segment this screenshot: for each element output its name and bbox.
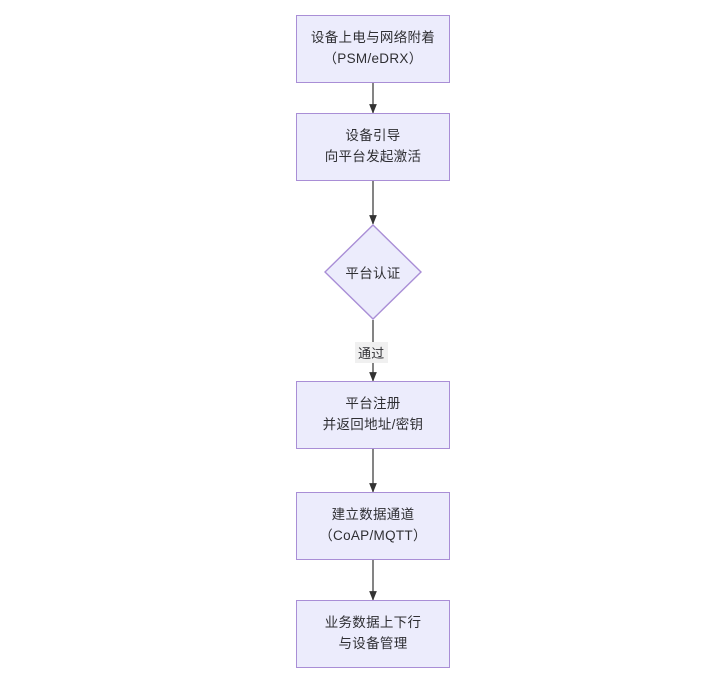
process-node-data-channel[interactable]: 建立数据通道 （CoAP/MQTT）	[296, 492, 450, 560]
process-node-label-secondary: 并返回地址/密钥	[322, 417, 424, 432]
process-node-label-primary: 设备引导	[345, 128, 401, 144]
diamond-shape	[324, 224, 422, 320]
decision-node-platform-auth[interactable]: 平台认证	[324, 224, 422, 320]
edge-label-e3: 通过	[355, 342, 388, 363]
process-node-service-data[interactable]: 业务数据上下行与设备管理	[296, 600, 450, 668]
process-node-label-secondary: 向平台发起激活	[324, 149, 422, 164]
decision-node-label: 平台认证	[345, 266, 401, 281]
process-node-label-primary: 设备上电与网络附着	[310, 30, 436, 46]
process-node-bootstrap[interactable]: 设备引导向平台发起激活	[296, 113, 450, 181]
process-node-label-secondary: （PSM/eDRX）	[323, 51, 423, 66]
process-node-label-primary: 建立数据通道	[331, 507, 415, 523]
process-node-label-secondary: 与设备管理	[338, 636, 408, 651]
process-node-label-secondary: （CoAP/MQTT）	[319, 528, 427, 543]
process-node-label-primary: 平台注册	[345, 396, 401, 412]
process-node-power-on[interactable]: 设备上电与网络附着 （PSM/eDRX）	[296, 15, 450, 83]
process-node-label-primary: 业务数据上下行	[324, 615, 422, 631]
process-node-platform-register[interactable]: 平台注册并返回地址/密钥	[296, 381, 450, 449]
